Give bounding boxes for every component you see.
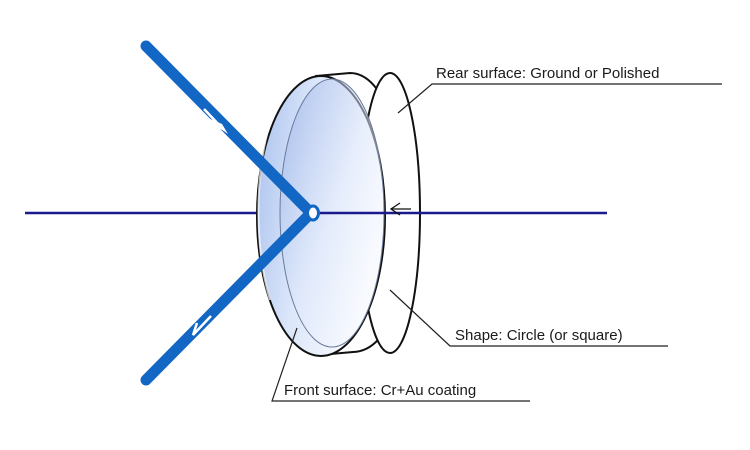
incident-beam [140, 40, 316, 218]
shape-leader [389, 289, 668, 347]
mirror-highlight [257, 129, 271, 301]
rear-surface-leader [397, 83, 722, 114]
rear-surface-label: Rear surface: Ground or Polished [436, 65, 659, 82]
reflection-point [306, 204, 320, 222]
incident-beam-arrow-chevron [203, 108, 225, 133]
shape-label: Shape: Circle (or square) [455, 327, 623, 344]
reflected-beam-arrow-chevron [191, 315, 212, 336]
front-surface-label: Front surface: Cr+Au coating [284, 382, 476, 399]
front-surface-leader [271, 327, 530, 402]
reflected-beam [140, 208, 316, 386]
